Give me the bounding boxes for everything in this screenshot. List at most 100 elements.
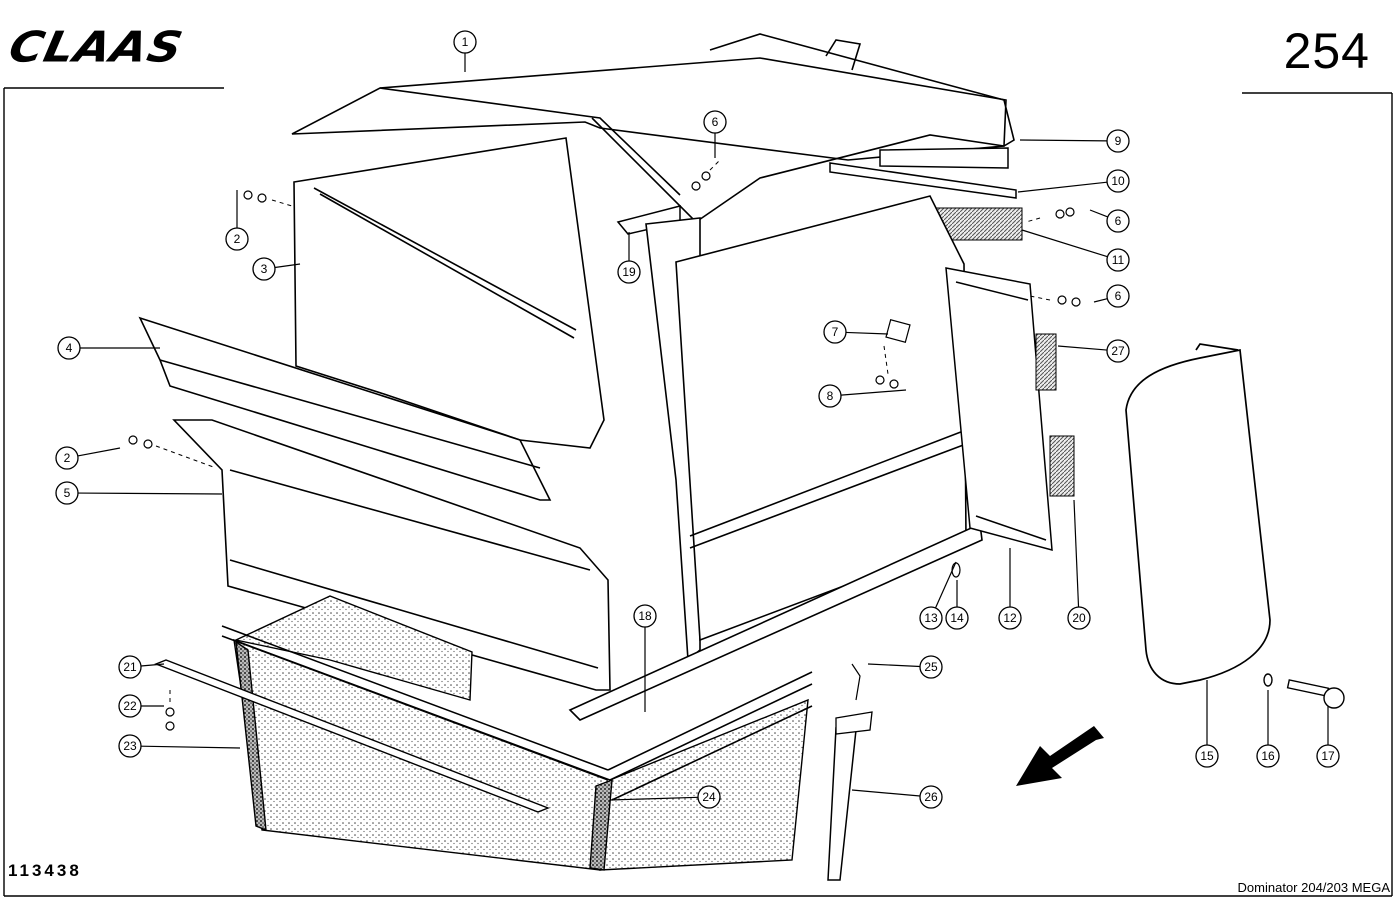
part-pad-20 — [1049, 435, 1075, 497]
callout-label: 9 — [1115, 134, 1122, 148]
callout-circle — [118, 694, 142, 718]
callout-label: 27 — [1111, 344, 1125, 358]
callout-circle — [55, 446, 79, 470]
part-support-26 — [827, 727, 857, 881]
callout-27: 27 — [1057, 339, 1130, 363]
callout-circle — [919, 606, 943, 630]
callout-leader — [1017, 181, 1108, 193]
callout-2: 2 — [225, 190, 249, 251]
callout-leader — [77, 492, 223, 495]
callout-circle — [1067, 606, 1091, 630]
callout-15: 15 — [1195, 680, 1219, 768]
callout-circle — [225, 227, 249, 251]
callout-circle — [919, 785, 943, 809]
model-caption: Dominator 204/203 MEGA — [1237, 880, 1390, 895]
callout-leader — [609, 796, 699, 801]
callout-label: 5 — [64, 486, 71, 500]
callout-10: 10 — [1017, 169, 1130, 193]
callout-label: 12 — [1003, 611, 1017, 625]
callout-23: 23 — [118, 734, 241, 758]
callout-circle — [252, 257, 276, 281]
callout-6: 6 — [703, 110, 727, 158]
callout-leader — [851, 789, 921, 797]
callout-6: 6 — [1093, 284, 1130, 308]
callout-leader — [1089, 209, 1108, 218]
callout-label: 17 — [1321, 749, 1335, 763]
callout-label: 18 — [638, 609, 652, 623]
callout-circle — [823, 320, 847, 344]
part-bottom-skirt — [221, 595, 813, 871]
callout-circle — [998, 606, 1022, 630]
callout-label: 4 — [66, 341, 73, 355]
callout-4: 4 — [57, 336, 160, 360]
callout-17: 17 — [1316, 706, 1340, 768]
callout-label: 13 — [924, 611, 938, 625]
callout-leader — [1021, 229, 1108, 258]
callout-25: 25 — [867, 655, 943, 679]
callout-6: 6 — [1089, 209, 1130, 233]
callout-1: 1 — [453, 30, 477, 72]
callout-label: 19 — [622, 265, 636, 279]
callout-leader — [1019, 139, 1108, 142]
callout-circle — [118, 655, 142, 679]
callout-leader — [140, 745, 241, 749]
assembly-leader-lines — [155, 159, 1051, 706]
part-support-bracket — [835, 711, 873, 735]
part-pad-27 — [1035, 333, 1057, 391]
callout-circle — [1195, 744, 1219, 768]
callout-circle — [697, 785, 721, 809]
part-strip-21 — [154, 659, 550, 813]
callout-label: 3 — [261, 262, 268, 276]
callout-label: 20 — [1072, 611, 1086, 625]
callout-label: 7 — [832, 325, 839, 339]
callout-5: 5 — [55, 481, 223, 505]
callout-16: 16 — [1256, 690, 1280, 768]
part-left-wall — [293, 137, 605, 449]
callout-circle — [703, 110, 727, 134]
callout-label: 21 — [123, 660, 137, 674]
callout-circle — [617, 260, 641, 284]
callout-21: 21 — [118, 655, 165, 679]
callout-circle — [57, 336, 81, 360]
callout-label: 22 — [123, 699, 137, 713]
part-front-deflector — [138, 316, 552, 501]
callout-leader — [1073, 499, 1080, 608]
direction-arrow — [1016, 726, 1104, 786]
callout-circle — [919, 655, 943, 679]
callout-leader — [840, 389, 907, 396]
callout-14: 14 — [945, 580, 969, 630]
callout-19: 19 — [617, 232, 641, 284]
callout-label: 23 — [123, 739, 137, 753]
callout-circle — [1316, 744, 1340, 768]
callout-22: 22 — [118, 694, 164, 718]
callout-label: 11 — [1112, 253, 1125, 267]
part-side-frame — [945, 267, 1053, 552]
callout-circle — [945, 606, 969, 630]
part-roof-strips — [829, 147, 1017, 199]
callout-label: 1 — [462, 35, 469, 49]
callout-label: 15 — [1200, 749, 1214, 763]
callout-circle — [453, 30, 477, 54]
drawing-number: 113438 — [8, 861, 82, 880]
callout-label: 6 — [1115, 289, 1122, 303]
callout-circle — [633, 604, 657, 628]
callout-label: 2 — [234, 232, 241, 246]
part-knob — [1263, 673, 1345, 709]
callout-18: 18 — [633, 604, 657, 712]
callout-label: 14 — [950, 611, 964, 625]
callout-label: 6 — [1115, 214, 1122, 228]
callout-3: 3 — [252, 257, 301, 281]
part-roof-panel — [291, 33, 1015, 224]
callout-8: 8 — [818, 384, 907, 408]
callout-circle — [118, 734, 142, 758]
callout-26: 26 — [851, 785, 943, 809]
callout-leader — [140, 663, 165, 667]
callout-24: 24 — [609, 785, 721, 809]
callout-leader — [1093, 298, 1108, 303]
callout-11: 11 — [1021, 229, 1130, 272]
callout-circle — [1106, 129, 1130, 153]
page-number: 254 — [1283, 23, 1370, 79]
callout-label: 10 — [1111, 174, 1125, 188]
part-lower-front-frame — [172, 419, 611, 691]
